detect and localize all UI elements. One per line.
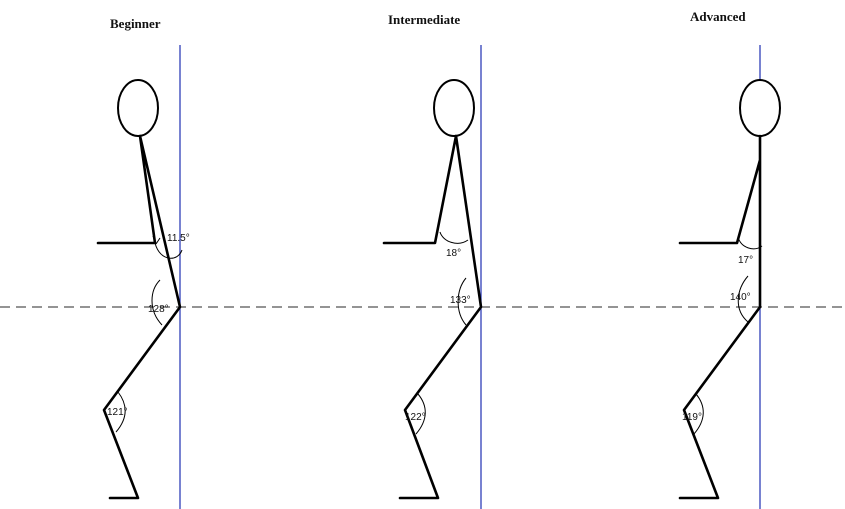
arm-angle-arc-beginner (154, 242, 183, 259)
knee-angle-arc-beginner (115, 391, 126, 433)
panel-title-intermediate: Intermediate (388, 12, 460, 27)
hip-angle-label-intermediate: 133° (450, 295, 471, 306)
arm-angle-arrow-beginner (152, 235, 161, 245)
hip-angle-arc-advanced (737, 275, 749, 323)
head-advanced (739, 79, 781, 137)
head-beginner (117, 79, 159, 137)
knee-angle-arc-advanced (693, 393, 704, 435)
panel-beginner: Beginner 11.5° 128° 121° (96, 16, 190, 509)
hip-angle-label-advanced: 140° (730, 292, 751, 303)
body-figure-advanced (678, 134, 762, 500)
hip-angle-arc-intermediate (457, 277, 467, 326)
knee-angle-label-beginner: 121° (107, 407, 128, 418)
arm-angle-label-advanced: 17° (738, 255, 753, 266)
panel-advanced: Advanced 17° 140° 119° (678, 9, 781, 509)
hip-angle-label-beginner: 128° (148, 304, 169, 315)
panel-intermediate: Intermediate 18° 133° 122° (382, 12, 483, 509)
arm-angle-label-intermediate: 18° (446, 248, 461, 259)
knee-angle-label-advanced: 119° (682, 412, 702, 423)
knee-angle-arc-intermediate (415, 393, 426, 435)
body-figure-beginner (96, 134, 182, 500)
panel-title-beginner: Beginner (110, 16, 161, 31)
arm-angle-arc-advanced (737, 236, 763, 250)
knee-angle-label-intermediate: 122° (405, 412, 426, 423)
panel-title-advanced: Advanced (690, 9, 746, 24)
body-figure-intermediate (382, 134, 483, 500)
hip-angle-arc-beginner (151, 279, 163, 326)
arm-angle-label-beginner: 11.5° (167, 233, 190, 244)
head-intermediate (433, 79, 475, 137)
arm-angle-arc-intermediate (439, 231, 469, 244)
